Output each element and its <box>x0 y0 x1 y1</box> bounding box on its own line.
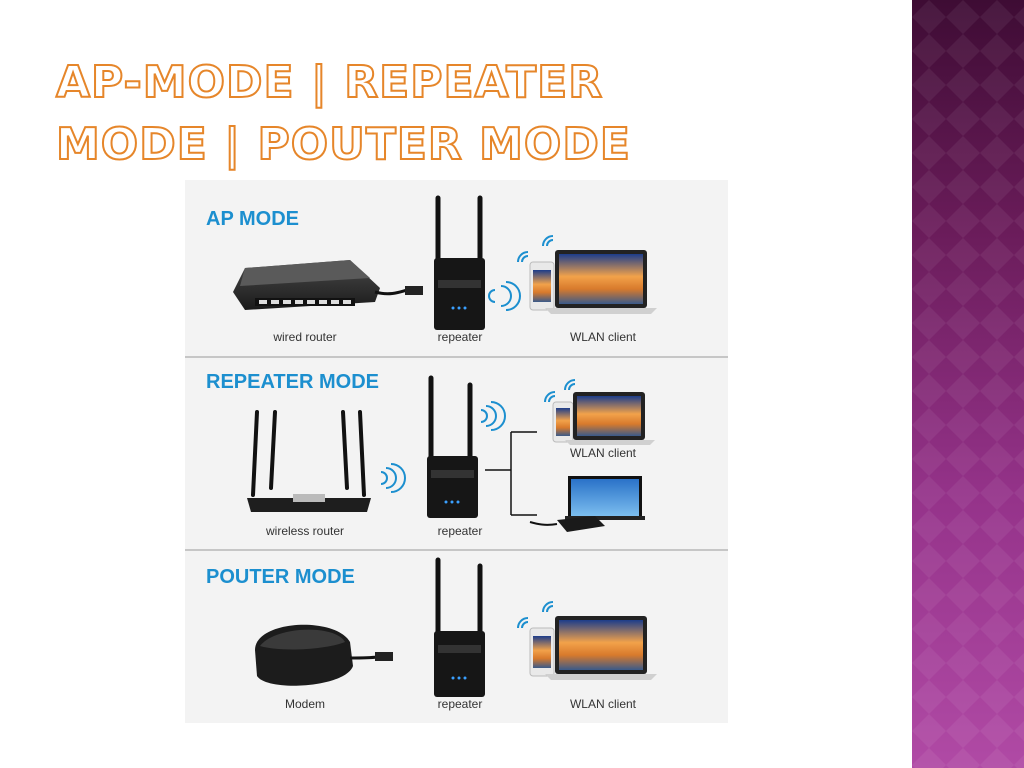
wlan-client-caption: WLAN client <box>569 446 637 460</box>
laptop-illustration <box>545 250 657 314</box>
wifi-signal-icon <box>380 463 406 493</box>
tv-illustration <box>565 476 645 520</box>
decorative-sidebar <box>912 0 1024 768</box>
wifi-signal-icon <box>480 401 506 431</box>
wifi-icon <box>544 379 576 403</box>
connection-lines <box>485 431 537 516</box>
wireless-router-illustration <box>247 410 371 512</box>
repeater-caption: repeater <box>437 697 483 711</box>
repeater-mode-heading: REPEATER MODE <box>206 371 379 393</box>
modem-caption: Modem <box>284 697 326 711</box>
repeater-caption: repeater <box>437 524 483 538</box>
wlan-client-caption: WLAN client <box>569 697 637 711</box>
wireless-router-caption: wireless router <box>265 524 345 538</box>
set-top-box-illustration <box>529 516 605 532</box>
slide-title-line-2: MODE | POUTER MODE <box>55 118 631 171</box>
laptop-illustration <box>565 392 655 445</box>
ap-mode-heading: AP MODE <box>206 208 299 230</box>
modem-illustration <box>255 624 393 686</box>
wired-router-illustration <box>233 260 423 310</box>
repeater-illustration <box>434 557 485 697</box>
slide-title-line-1: AP-MODE | REPEATER <box>55 56 604 109</box>
wifi-icon <box>517 235 554 263</box>
wifi-signal-icon <box>488 281 521 311</box>
slide-title: AP-MODE | REPEATER MODE | POUTER MODE <box>55 52 631 176</box>
repeater-illustration <box>427 375 478 518</box>
laptop-illustration <box>545 616 657 680</box>
repeater-illustration <box>434 195 485 330</box>
pouter-mode-heading: POUTER MODE <box>206 566 355 588</box>
network-modes-diagram: AP MODE REPEATER MODE POUTER MODE wired … <box>185 180 728 723</box>
repeater-caption: repeater <box>437 330 483 344</box>
wlan-client-caption: WLAN client <box>569 330 637 344</box>
phone-illustration <box>529 627 555 677</box>
wired-router-caption: wired router <box>273 330 337 344</box>
diagram-illustration <box>185 195 728 697</box>
phone-illustration <box>529 261 555 311</box>
phone-illustration <box>552 401 574 443</box>
diamond-pattern <box>912 0 1024 768</box>
wifi-icon <box>517 601 554 629</box>
